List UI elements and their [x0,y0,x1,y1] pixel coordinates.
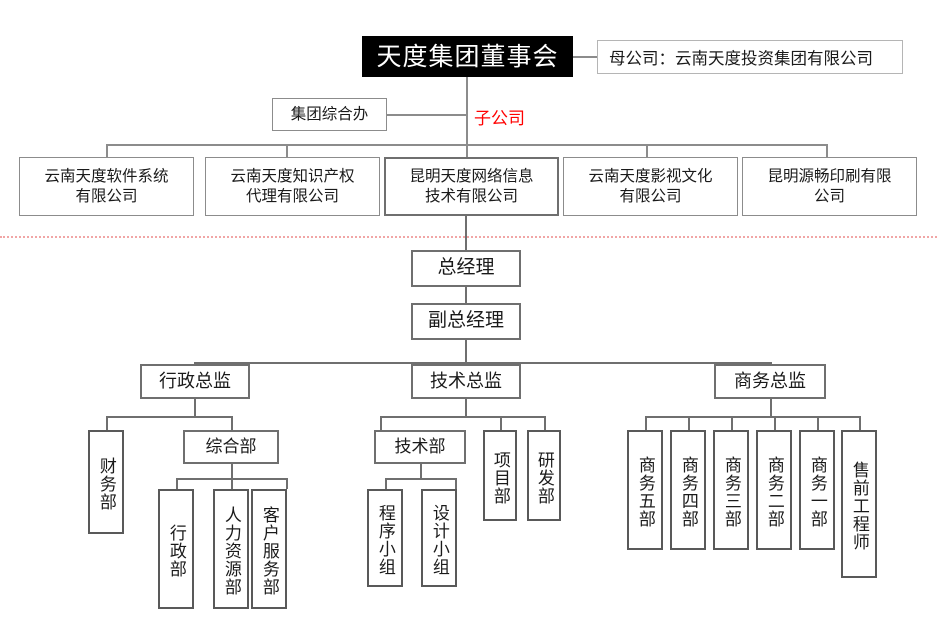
drop-customer-service-dept [286,478,289,489]
box-director-business[interactable]: 商务总监 [714,364,826,399]
drop-tech-dept [380,416,383,430]
connector-group-office-to-trunk [387,114,467,116]
drop-program-group [385,478,388,489]
parent-company-separator: ： [658,50,676,68]
subsidiary-tag: 子公司 [474,109,525,128]
connector-board-to-parent-label [573,56,598,58]
drop-hr-dept [231,478,234,489]
box-general-manager[interactable]: 总经理 [411,250,521,287]
box-group-office[interactable]: 集团综合办 [272,98,387,131]
distributor-admin-children [106,416,232,419]
box-general-dept[interactable]: 综合部 [183,430,279,464]
box-design-group[interactable]: 设计小组 [421,489,457,587]
box-program-group[interactable]: 程序小组 [367,489,403,587]
drop-subsidiary-4 [646,144,648,157]
drop-business-unit-5 [817,416,820,430]
trunk-board-down [466,77,468,144]
box-project-dept[interactable]: 项目部 [483,430,517,521]
box-hr-dept[interactable]: 人力资源部 [213,489,249,609]
box-business-unit-4[interactable]: 商务四部 [670,430,706,550]
section-divider [0,236,937,238]
box-director-tech[interactable]: 技术总监 [411,364,521,399]
drop-general-dept [231,416,234,430]
drop-project-dept [500,416,503,430]
label-subsidiary: 子公司 [474,104,525,129]
box-subsidiary-1[interactable]: 云南天度软件系统 有限公司 [19,157,194,216]
box-business-unit-3[interactable]: 商务三部 [713,430,749,550]
connector-admin-director-down [194,399,197,417]
drop-finance [106,416,109,430]
drop-design-group [455,478,458,489]
distributor-business-children [645,416,860,419]
trunk-through-divider [465,216,468,250]
label-parent-company: 母公司：云南天度投资集团有限公司 [597,40,903,74]
drop-business-unit-1 [645,416,648,430]
box-director-admin[interactable]: 行政总监 [140,364,250,399]
distributor-tech-children [380,416,545,419]
box-business-unit-2[interactable]: 商务二部 [756,430,792,550]
box-deputy-general-manager[interactable]: 副总经理 [411,303,521,340]
connector-tech-director-down [465,399,468,417]
drop-business-unit-4 [774,416,777,430]
connector-gm-to-deputy [465,287,468,303]
drop-business-unit-3 [731,416,734,430]
distributor-directors [194,362,772,365]
box-finance-dept[interactable]: 财务部 [88,430,124,534]
box-business-unit-1[interactable]: 商务一部 [799,430,835,550]
drop-subsidiary-3 [466,144,468,157]
box-business-unit-5[interactable]: 商务五部 [627,430,663,550]
box-admin-dept[interactable]: 行政部 [158,489,194,609]
drop-admin-dept [176,478,179,489]
drop-presales-engineer [859,416,862,430]
distributor-tech-dept-children [385,478,456,481]
box-subsidiary-3[interactable]: 昆明天度网络信息 技术有限公司 [384,157,559,216]
box-customer-service-dept[interactable]: 客户服务部 [251,489,287,609]
box-rd-dept[interactable]: 研发部 [527,430,561,521]
box-presales-engineer[interactable]: 售前工程师 [841,430,877,578]
drop-subsidiary-2 [286,144,288,157]
parent-company-name: 云南天度投资集团有限公司 [675,50,873,68]
drop-subsidiary-5 [826,144,828,157]
box-subsidiary-2[interactable]: 云南天度知识产权 代理有限公司 [205,157,380,216]
connector-general-dept-down [231,464,234,479]
box-board-of-directors[interactable]: 天度集团董事会 [362,36,573,77]
box-subsidiary-4[interactable]: 云南天度影视文化 有限公司 [563,157,738,216]
parent-company-tag: 母公司 [609,50,659,68]
drop-business-unit-2 [688,416,691,430]
box-subsidiary-5[interactable]: 昆明源畅印刷有限 公司 [742,157,917,216]
connector-tech-dept-down [420,464,423,479]
box-tech-dept[interactable]: 技术部 [374,430,466,464]
drop-subsidiary-1 [106,144,108,157]
connector-deputy-to-directors [465,340,468,363]
drop-rd-dept [544,416,547,430]
connector-business-director-down [770,399,773,417]
